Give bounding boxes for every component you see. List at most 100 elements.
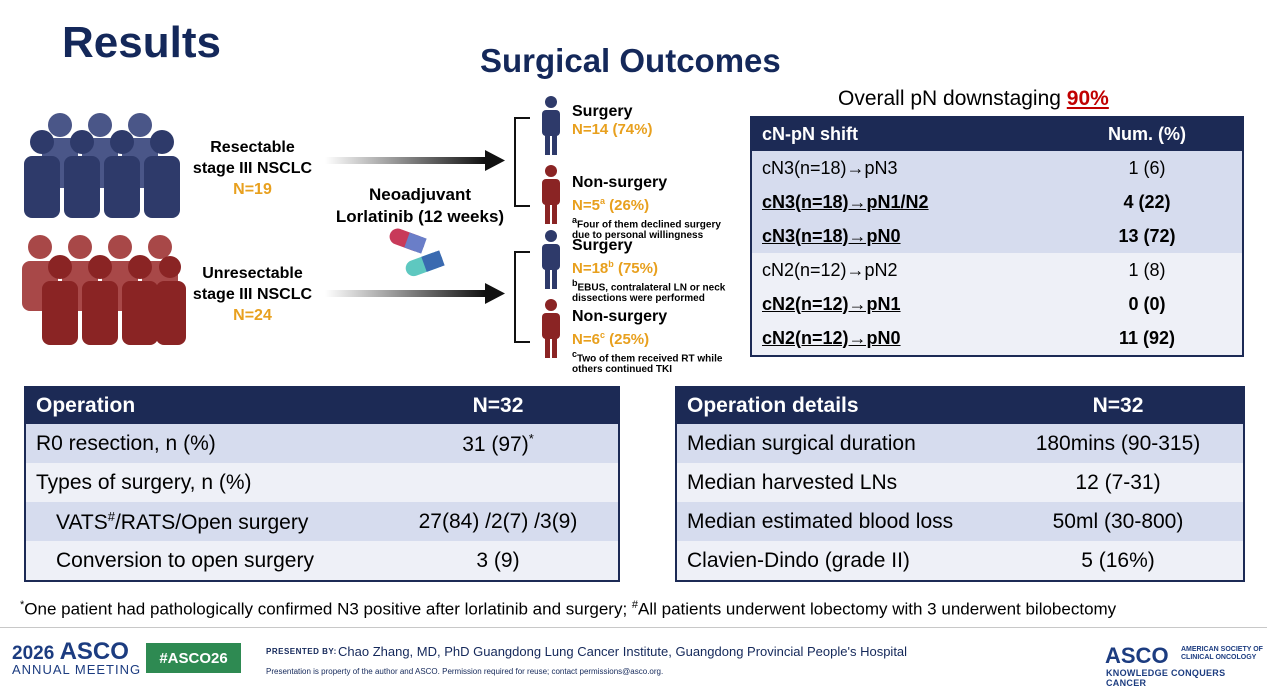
outcome-label: Surgery bbox=[572, 237, 633, 254]
unresectable-group-label: Unresectable stage III NSCLC N=24 bbox=[180, 263, 325, 326]
label-cell: Clavien-Dindo (grade II) bbox=[676, 541, 993, 581]
outcome-n: N=5a (26%) bbox=[572, 196, 650, 214]
table-header-row: cN-pN shift Num. (%) bbox=[751, 117, 1243, 151]
table-row: cN2(n=12)→pN0 11 (92) bbox=[751, 321, 1243, 356]
table-row: VATS#/RATS/Open surgery 27(84) /2(7) /3(… bbox=[25, 502, 619, 541]
presenter-info: Chao Zhang, MD, PhD Guangdong Lung Cance… bbox=[338, 644, 908, 659]
table-header: Operation details bbox=[676, 387, 993, 424]
meeting-logo: 2026 ASCO bbox=[12, 640, 129, 664]
value-cell: 180mins (90-315) bbox=[993, 424, 1244, 463]
label-cell: Conversion to open surgery bbox=[25, 541, 378, 581]
flow-arrows bbox=[325, 117, 530, 343]
operation-table: Operation N=32 R0 resection, n (%) 31 (9… bbox=[24, 386, 620, 582]
shift-cell: cN3(n=18)→pN0 bbox=[751, 219, 1052, 253]
resectable-line2: stage III NSCLC bbox=[192, 160, 313, 177]
num-cell: 1 (8) bbox=[1052, 253, 1243, 287]
outcome-res-surgery: Surgery N=14 (74%) bbox=[572, 103, 742, 139]
label-cell: Median surgical duration bbox=[676, 424, 993, 463]
table-row: Median harvested LNs 12 (7-31) bbox=[676, 463, 1244, 502]
asco-logo: ASCO bbox=[1105, 643, 1169, 668]
disclaimer: Presentation is property of the author a… bbox=[266, 667, 664, 676]
table-row: cN3(n=18)→pN1/N2 4 (22) bbox=[751, 185, 1243, 219]
treatment-label: Neoadjuvant Lorlatinib (12 weeks) bbox=[330, 184, 510, 228]
table-header: N=32 bbox=[378, 387, 619, 424]
value-cell: 12 (7-31) bbox=[993, 463, 1244, 502]
table-header: cN-pN shift bbox=[751, 117, 1052, 151]
num-cell: 4 (22) bbox=[1052, 185, 1243, 219]
pill-icon bbox=[389, 228, 445, 277]
unresectable-n: N=24 bbox=[233, 307, 272, 324]
value-cell: 3 (9) bbox=[378, 541, 619, 581]
unresectable-line2: stage III NSCLC bbox=[192, 286, 313, 303]
resectable-group-label: Resectable stage III NSCLC N=19 bbox=[180, 137, 325, 200]
outcome-n: N=6c (25%) bbox=[572, 330, 650, 348]
table-row: Clavien-Dindo (grade II) 5 (16%) bbox=[676, 541, 1244, 581]
resectable-people-icon bbox=[24, 113, 180, 218]
label-cell: Median estimated blood loss bbox=[676, 502, 993, 541]
shift-cell: cN2(n=12)→pN1 bbox=[751, 287, 1052, 321]
section-subtitle: Surgical Outcomes bbox=[480, 42, 781, 79]
outcome-label: Surgery bbox=[572, 103, 633, 120]
meeting-year: 2026 bbox=[12, 643, 55, 664]
label-cell: Types of surgery, n (%) bbox=[25, 463, 619, 502]
asco-logo-side: AMERICAN SOCIETY OF CLINICAL ONCOLOGY bbox=[1181, 646, 1263, 661]
bracket-unresectable bbox=[514, 251, 530, 343]
person-surgery-icon-2 bbox=[542, 230, 560, 289]
table-row: cN3(n=18)→pN3 1 (6) bbox=[751, 151, 1243, 185]
resectable-n: N=19 bbox=[233, 181, 272, 198]
treatment-line2: Lorlatinib (12 weeks) bbox=[335, 207, 505, 226]
num-cell: 11 (92) bbox=[1052, 321, 1243, 356]
downstaging-value: 90% bbox=[1066, 87, 1109, 110]
outcome-res-nonsurgery: Non-surgery N=5a (26%) aFour of them dec… bbox=[572, 174, 742, 241]
label-cell: R0 resection, n (%) bbox=[25, 424, 378, 463]
num-cell: 13 (72) bbox=[1052, 219, 1243, 253]
footnote: *One patient had pathologically confirme… bbox=[20, 599, 1117, 619]
table-header: Num. (%) bbox=[1052, 117, 1243, 151]
table-header-row: Operation details N=32 bbox=[676, 387, 1244, 424]
table-row: cN3(n=18)→pN0 13 (72) bbox=[751, 219, 1243, 253]
resectable-line1: Resectable bbox=[210, 139, 295, 156]
downstaging-label: Overall pN downstaging bbox=[838, 87, 1067, 110]
outcome-label: Non-surgery bbox=[572, 174, 668, 191]
table-row: Conversion to open surgery 3 (9) bbox=[25, 541, 619, 581]
table-row: cN2(n=12)→pN1 0 (0) bbox=[751, 287, 1243, 321]
treatment-line1: Neoadjuvant bbox=[368, 185, 472, 204]
value-cell: 5 (16%) bbox=[993, 541, 1244, 581]
meeting-org: ASCO bbox=[59, 638, 129, 665]
shift-cell: cN3(n=18)→pN1/N2 bbox=[751, 185, 1052, 219]
label-cell: Median harvested LNs bbox=[676, 463, 993, 502]
table-header: N=32 bbox=[993, 387, 1244, 424]
table-header: Operation bbox=[25, 387, 378, 424]
num-cell: 1 (6) bbox=[1052, 151, 1243, 185]
table-header-row: Operation N=32 bbox=[25, 387, 619, 424]
meeting-subtitle: ANNUAL MEETING bbox=[12, 662, 142, 677]
table-row: Median estimated blood loss 50ml (30-800… bbox=[676, 502, 1244, 541]
outcome-n: N=14 (74%) bbox=[572, 121, 653, 138]
cn-pn-shift-table: cN-pN shift Num. (%) cN3(n=18)→pN3 1 (6)… bbox=[750, 116, 1244, 357]
unresectable-line1: Unresectable bbox=[202, 265, 303, 282]
person-nonsurgery-icon-1 bbox=[542, 165, 560, 224]
table-row: Types of surgery, n (%) bbox=[25, 463, 619, 502]
outcome-n: N=18b (75%) bbox=[572, 259, 658, 277]
outcome-note: bEBUS, contralateral LN or neck dissecti… bbox=[572, 278, 726, 305]
value-cell: 31 (97)* bbox=[378, 424, 619, 463]
person-nonsurgery-icon-2 bbox=[542, 299, 560, 358]
unresectable-people-icon bbox=[22, 235, 186, 345]
label-cell: VATS#/RATS/Open surgery bbox=[25, 502, 378, 541]
value-cell: 50ml (30-800) bbox=[993, 502, 1244, 541]
hashtag-badge: #ASCO26 bbox=[146, 643, 241, 673]
page-title: Results bbox=[62, 18, 221, 67]
arrow-unresectable bbox=[325, 283, 505, 304]
outcome-unres-nonsurgery: Non-surgery N=6c (25%) cTwo of them rece… bbox=[572, 308, 742, 375]
bracket-resectable bbox=[514, 117, 530, 207]
value-cell: 27(84) /2(7) /3(9) bbox=[378, 502, 619, 541]
table-row: cN2(n=12)→pN2 1 (8) bbox=[751, 253, 1243, 287]
outcome-unres-surgery: Surgery N=18b (75%) bEBUS, contralateral… bbox=[572, 237, 742, 304]
shift-cell: cN2(n=12)→pN0 bbox=[751, 321, 1052, 356]
downstaging-summary: Overall pN downstaging 90% bbox=[838, 87, 1109, 111]
arrow-resectable bbox=[325, 150, 505, 171]
operation-details-table: Operation details N=32 Median surgical d… bbox=[675, 386, 1245, 582]
table-row: Median surgical duration 180mins (90-315… bbox=[676, 424, 1244, 463]
footer-divider bbox=[0, 627, 1267, 628]
outcome-label: Non-surgery bbox=[572, 308, 668, 325]
